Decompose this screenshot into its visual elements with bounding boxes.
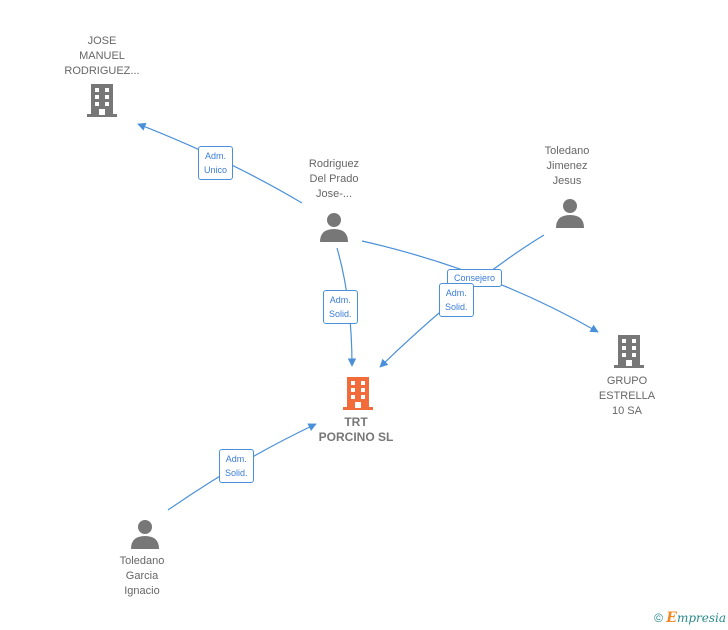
edge-label-adm-solid: Adm. Solid. bbox=[219, 449, 254, 483]
person-icon[interactable] bbox=[131, 520, 159, 549]
edge-label-adm-solid: Adm. Solid. bbox=[439, 283, 474, 317]
node-label-toledano-jimenez[interactable]: Toledano Jimenez Jesus bbox=[544, 145, 590, 187]
edge-label-adm-unico: Adm. Unico bbox=[198, 146, 234, 180]
building-icon[interactable] bbox=[87, 84, 117, 117]
building-icon-main[interactable] bbox=[343, 377, 373, 410]
edge-label-adm-solid: Adm. Solid. bbox=[323, 290, 358, 324]
node-label-rodriguez-del-prado[interactable]: Rodriguez Del Prado Jose-... bbox=[308, 158, 360, 200]
edge-label-consejero: Consejero bbox=[447, 269, 503, 287]
node-label-toledano-garcia[interactable]: Toledano Garcia Ignacio bbox=[119, 555, 165, 597]
node-label-trt-porcino[interactable]: TRT PORCINO SL bbox=[318, 415, 394, 444]
person-icon[interactable] bbox=[320, 213, 348, 242]
footer-brand: © Empresia bbox=[654, 610, 726, 626]
brand-logo: Empresia bbox=[666, 610, 726, 626]
node-label-grupo-estrella[interactable]: GRUPO ESTRELLA 10 SA bbox=[598, 375, 656, 417]
building-icon[interactable] bbox=[614, 335, 644, 368]
copyright-icon: © bbox=[654, 611, 663, 625]
node-label-jose-manuel[interactable]: JOSE MANUEL RODRIGUEZ... bbox=[64, 35, 140, 77]
person-icon[interactable] bbox=[556, 199, 584, 228]
